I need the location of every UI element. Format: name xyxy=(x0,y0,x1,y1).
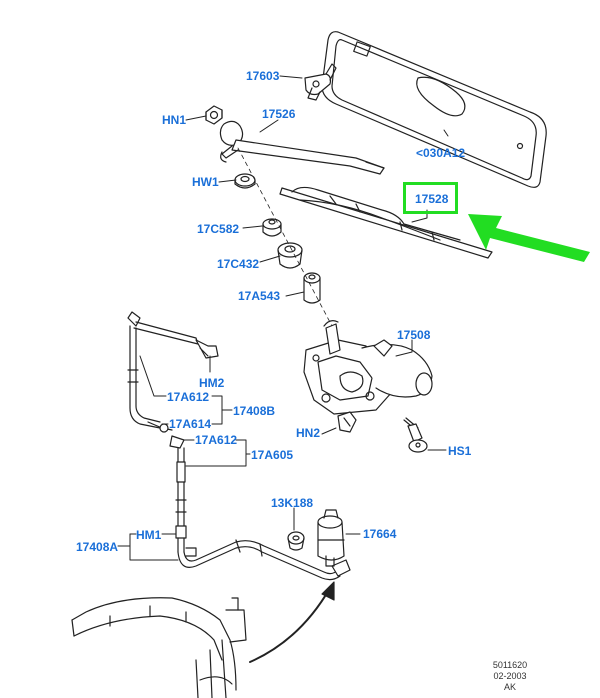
label-17664: 17664 xyxy=(363,527,397,541)
label-17528: 17528 xyxy=(415,192,449,206)
spacer xyxy=(277,242,303,269)
label-17a612-lower: 17A612 xyxy=(195,433,238,447)
screw-hs1 xyxy=(403,417,428,453)
wiper-blade xyxy=(279,186,493,259)
leader-lines xyxy=(117,75,449,561)
reference-date: 02-2003 xyxy=(493,671,527,681)
label-17408b: 17408B xyxy=(233,404,276,418)
highlight-arrow xyxy=(468,214,590,262)
bush xyxy=(303,272,321,304)
reservoir-wheel-arch xyxy=(71,597,247,698)
label-hm1: HM1 xyxy=(136,528,162,542)
wiper-motor xyxy=(303,320,433,415)
washer-jet xyxy=(304,63,337,101)
label-13k188: 13K188 xyxy=(271,496,314,510)
label-17408a: 17408A xyxy=(76,540,119,554)
nut-hn1 xyxy=(205,105,223,125)
grommet xyxy=(262,218,282,237)
washer-pump xyxy=(317,509,345,567)
label-17c432: 17C432 xyxy=(217,257,260,271)
location-arrow xyxy=(249,581,335,663)
label-17a605: 17A605 xyxy=(251,448,294,462)
label-17a543: 17A543 xyxy=(238,289,281,303)
label-17508: 17508 xyxy=(397,328,431,342)
label-17a614: 17A614 xyxy=(169,417,212,431)
label-17603: 17603 xyxy=(246,69,280,83)
label-hn2: HN2 xyxy=(296,426,321,440)
washer-hose-lower xyxy=(169,435,351,581)
clip-hn2 xyxy=(337,411,357,433)
label-hs1: HS1 xyxy=(448,444,472,458)
washer-hose-upper xyxy=(127,311,219,433)
reference-block: 5011620 02-2003 AK xyxy=(484,660,536,693)
pump-grommet xyxy=(287,531,305,551)
tailgate-trim-panel xyxy=(321,31,547,188)
washer-hw1 xyxy=(234,173,256,189)
label-030a12: <030A12 xyxy=(416,146,466,160)
label-17a612-upper: 17A612 xyxy=(167,390,210,404)
reference-initials: AK xyxy=(503,682,516,692)
label-17526: 17526 xyxy=(262,107,296,121)
highlight-box xyxy=(403,182,458,214)
label-17c582: 17C582 xyxy=(197,222,240,236)
label-hn1: HN1 xyxy=(162,113,187,127)
reference-number: 5011620 xyxy=(492,660,528,670)
label-hw1: HW1 xyxy=(192,175,219,189)
wiper-arm xyxy=(219,120,385,175)
label-hm2: HM2 xyxy=(199,376,225,390)
